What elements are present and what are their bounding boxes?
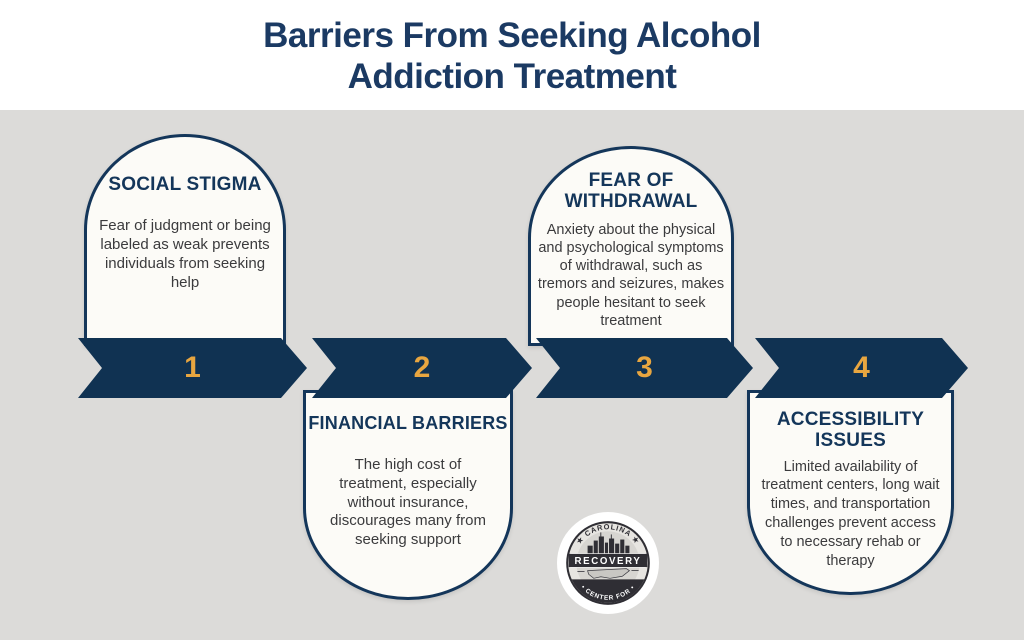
card-social-stigma: SOCIAL STIGMA Fear of judgment or being …	[84, 134, 286, 346]
carolina-recovery-logo: ★ CAROLINA ★ RECOVERY • CENTER FOR •	[557, 512, 659, 614]
step-number: 4	[853, 351, 870, 384]
timeline-arrow-2: 2	[312, 338, 532, 398]
card-content: ACCESSIBILITY ISSUES Limited availabilit…	[750, 393, 951, 608]
card-content: FINANCIAL BARRIERS The high cost of trea…	[306, 393, 510, 617]
page-title-line2: Addiction Treatment	[347, 56, 677, 96]
logo-skyline	[587, 532, 630, 554]
step-number: 3	[636, 351, 653, 384]
logo-badge-icon: ★ CAROLINA ★ RECOVERY • CENTER FOR •	[557, 512, 659, 614]
title-background-band	[0, 0, 1024, 110]
card-heading: ACCESSIBILITY ISSUES	[776, 409, 925, 452]
card-content: FEAR OF WITHDRAWAL Anxiety about the phy…	[531, 149, 731, 364]
card-body-text: Limited availability of treatment center…	[761, 458, 940, 569]
step-number: 2	[413, 351, 431, 384]
card-content: SOCIAL STIGMA Fear of judgment or being …	[87, 137, 283, 380]
card-accessibility-issues: ACCESSIBILITY ISSUES Limited availabilit…	[747, 390, 954, 595]
step-number: 1	[184, 351, 201, 384]
card-financial-barriers: FINANCIAL BARRIERS The high cost of trea…	[303, 390, 513, 600]
page-title: Barriers From Seeking Alcohol Addiction …	[0, 16, 1024, 97]
card-body-text: Anxiety about the physical and psycholog…	[537, 221, 725, 329]
card-heading: SOCIAL STIGMA	[108, 174, 262, 195]
logo-center-text: RECOVERY	[575, 556, 642, 567]
logo-state-shape	[587, 568, 631, 579]
card-heading: FINANCIAL BARRIERS	[308, 413, 508, 433]
timeline-arrow-4: 4	[755, 338, 968, 398]
timeline-arrow-3: 3	[536, 338, 753, 398]
card-body-text: The high cost of treatment, especially w…	[330, 456, 486, 549]
timeline-arrow-1: 1	[78, 338, 307, 398]
card-fear-of-withdrawal: FEAR OF WITHDRAWAL Anxiety about the phy…	[528, 146, 734, 346]
page-title-line1: Barriers From Seeking Alcohol	[263, 16, 761, 55]
card-body-text: Fear of judgment or being labeled as wea…	[99, 217, 271, 291]
card-heading: FEAR OF WITHDRAWAL	[564, 170, 698, 213]
